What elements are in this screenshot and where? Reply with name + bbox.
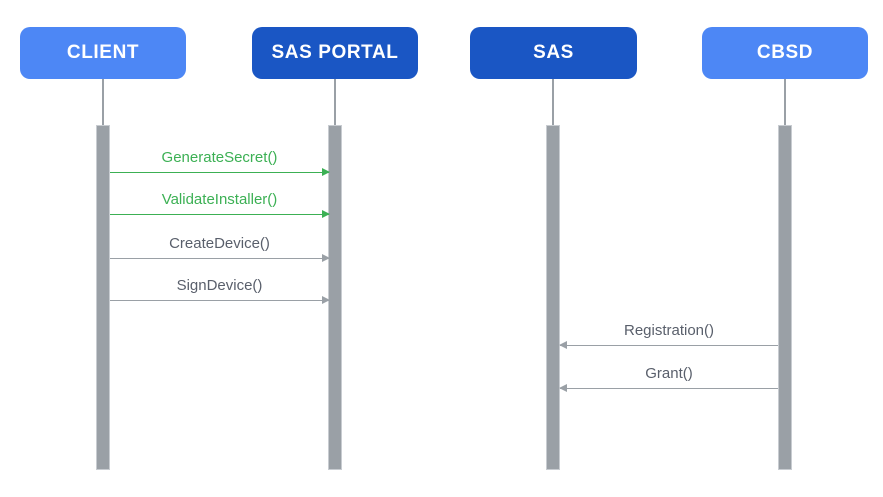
arrow-head-right-icon — [322, 295, 330, 304]
lifeline-stem-client — [102, 79, 104, 125]
arrow-head-left-icon — [559, 340, 567, 349]
message-label: Registration() — [623, 322, 715, 339]
activation-bar-sas-portal — [328, 125, 342, 470]
message-line — [110, 300, 329, 301]
lifeline-stem-sas-portal — [334, 79, 336, 125]
message-label: SignDevice() — [176, 277, 263, 294]
participant-label: SAS PORTAL — [271, 42, 399, 63]
arrow-head-right-icon — [322, 209, 330, 218]
message-line — [110, 214, 329, 215]
participant-label: SAS — [533, 42, 574, 63]
arrow-head-right-icon — [322, 253, 330, 262]
participant-box-client[interactable]: CLIENT — [20, 27, 186, 79]
lifeline-stem-sas — [552, 79, 554, 125]
message-line — [110, 172, 329, 173]
message-line — [560, 345, 778, 346]
arrow-head-right-icon — [322, 167, 330, 176]
message-label: Grant() — [645, 365, 693, 382]
message-line — [560, 388, 778, 389]
message-label: CreateDevice() — [169, 235, 270, 252]
participant-box-sas[interactable]: SAS — [470, 27, 637, 79]
message-label: GenerateSecret() — [161, 149, 278, 166]
arrow-head-left-icon — [559, 383, 567, 392]
participant-label: CLIENT — [66, 42, 140, 63]
activation-bar-sas — [546, 125, 560, 470]
message-label: ValidateInstaller() — [161, 191, 278, 208]
participant-box-sas-portal[interactable]: SAS PORTAL — [252, 27, 418, 79]
participant-label: CBSD — [756, 42, 814, 63]
activation-bar-client — [96, 125, 110, 470]
participant-box-cbsd[interactable]: CBSD — [702, 27, 868, 79]
message-line — [110, 258, 329, 259]
activation-bar-cbsd — [778, 125, 792, 470]
lifeline-stem-cbsd — [784, 79, 786, 125]
